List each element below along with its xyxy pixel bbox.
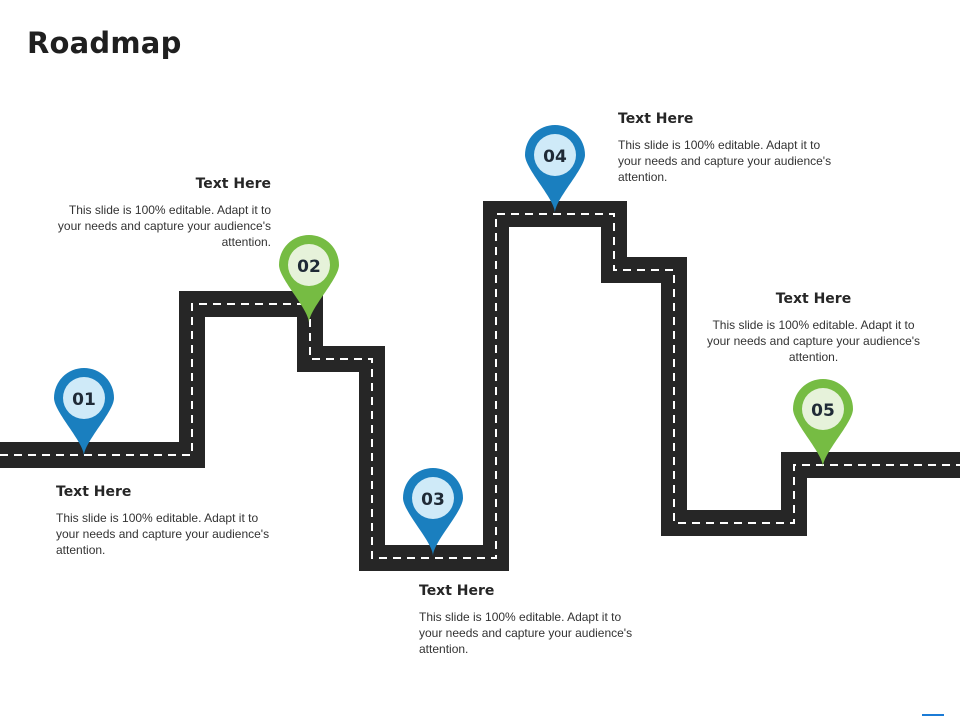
milestone-body: This slide is 100% editable. Adapt it to… bbox=[618, 138, 832, 184]
milestone-number: 03 bbox=[421, 490, 445, 510]
milestone-pin-05: 05 bbox=[793, 379, 853, 467]
milestone-heading: Text Here bbox=[195, 176, 271, 192]
slide-indicator bbox=[922, 714, 944, 716]
pin-inner-circle bbox=[288, 244, 330, 286]
milestone-pin-01: 01 bbox=[54, 368, 114, 456]
pin-inner-circle bbox=[63, 377, 105, 419]
milestone-number: 05 bbox=[811, 401, 835, 421]
pin-inner-circle bbox=[534, 134, 576, 176]
milestone-pin-03: 03 bbox=[403, 468, 463, 556]
road-marking bbox=[0, 213, 960, 559]
pin-inner-circle bbox=[802, 388, 844, 430]
milestone-text-03: Text Here This slide is 100% editable. A… bbox=[419, 583, 634, 657]
milestone-text-01: Text Here This slide is 100% editable. A… bbox=[56, 484, 271, 558]
milestone-number: 01 bbox=[72, 390, 96, 410]
milestone-pin-04: 04 bbox=[525, 125, 585, 213]
milestone-body: This slide is 100% editable. Adapt it to… bbox=[419, 610, 633, 656]
milestone-body: This slide is 100% editable. Adapt it to… bbox=[56, 511, 270, 557]
milestone-pin-02: 02 bbox=[279, 235, 339, 323]
milestone-heading: Text Here bbox=[419, 583, 495, 599]
milestone-body: This slide is 100% editable. Adapt it to… bbox=[706, 318, 921, 364]
milestone-body: This slide is 100% editable. Adapt it to… bbox=[57, 203, 271, 249]
milestone-number: 02 bbox=[297, 257, 321, 277]
milestone-heading: Text Here bbox=[618, 111, 694, 127]
milestone-number: 04 bbox=[543, 147, 567, 167]
milestone-text-02: Text Here This slide is 100% editable. A… bbox=[56, 176, 271, 250]
milestone-text-05: Text Here This slide is 100% editable. A… bbox=[706, 291, 921, 365]
milestone-heading: Text Here bbox=[56, 484, 132, 500]
pin-inner-circle bbox=[412, 477, 454, 519]
milestone-heading: Text Here bbox=[775, 291, 852, 307]
page-title: Roadmap bbox=[27, 26, 182, 60]
milestone-text-04: Text Here This slide is 100% editable. A… bbox=[618, 111, 833, 185]
